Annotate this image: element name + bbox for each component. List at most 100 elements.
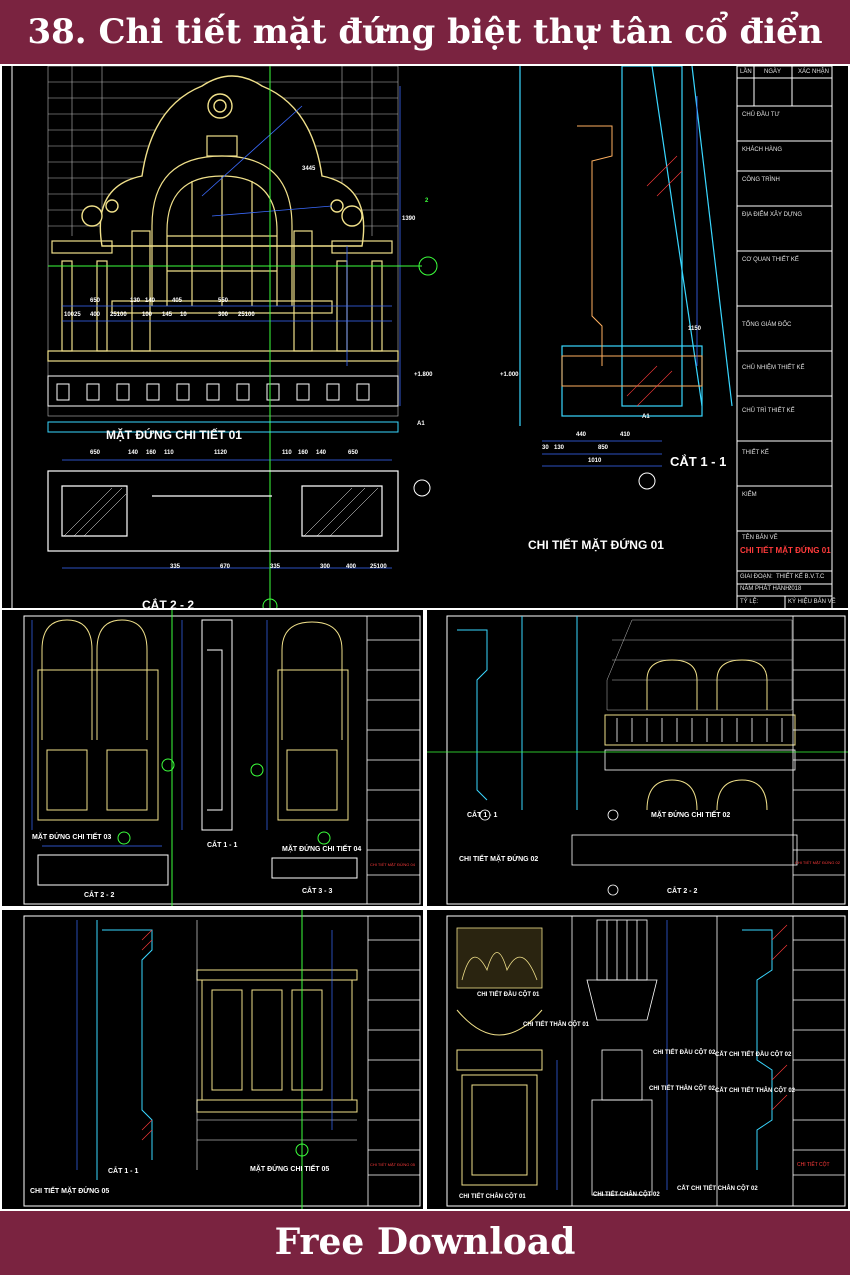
dim-text: 140 [316, 450, 327, 456]
ornate-pediment [81, 75, 365, 247]
sheet-05-svg [446, 915, 846, 1207]
grid-marker: A1 [642, 414, 650, 420]
tb-year-value: 2018 [788, 586, 802, 592]
tb-row: CƠ QUAN THIẾT KẾ [742, 257, 799, 263]
dim-text: 130 [554, 445, 565, 451]
sheet04-tb-name: CHI TIẾT MẶT ĐỨNG 05 [370, 1162, 415, 1167]
tb-scale-label: TỶ LỆ: [740, 599, 759, 605]
tb-row: KHÁCH HÀNG [742, 147, 783, 153]
drawing-sheet-03: CẮT 1 - 1 MẶT ĐỨNG CHI TIẾT 02 CHI TIẾT … [425, 608, 850, 908]
title-block-frame [736, 66, 833, 608]
grid-marker: 2 [425, 198, 429, 204]
dim-text: 25100 [110, 312, 127, 318]
dim-text: 670 [220, 564, 231, 570]
free-download-label[interactable]: Free Download [274, 1221, 576, 1263]
tb-row: CHỦ TRÌ THIẾT KẾ [742, 408, 795, 414]
sheet02-section-2: CẮT 2 - 2 [84, 892, 115, 899]
main-sheet-svg [11, 66, 833, 608]
footer-banner[interactable]: Free Download [0, 1211, 850, 1275]
tb-row: THIẾT KẾ [742, 450, 769, 456]
sheet05-base-02: CHI TIẾT CHÂN CỘT 02 [593, 1192, 660, 1198]
sheet02-elevation-03: MẶT ĐỨNG CHI TIẾT 03 [32, 834, 112, 841]
sheet02-section-1: CẮT 1 - 1 [207, 842, 238, 849]
section-1-title: CẮT 1 - 1 [670, 454, 727, 469]
dim-text: 850 [598, 445, 609, 451]
dim-text: 140 [128, 450, 139, 456]
sheet05-capital-02: CHI TIẾT ĐẦU CỘT 02 [653, 1050, 716, 1056]
dim-text: 160 [146, 450, 157, 456]
tb-phase-label: GIAI ĐOẠN: [740, 574, 773, 580]
sheet05-base-01: CHI TIẾT CHÂN CỘT 01 [459, 1194, 526, 1200]
tb-row: KIỂM [742, 492, 757, 498]
center-lines [48, 66, 438, 608]
dim-text: 335 [170, 564, 181, 570]
sheet03-elevation-02: MẶT ĐỨNG CHI TIẾT 02 [651, 812, 731, 819]
grid-marker: A1 [417, 421, 425, 427]
drawing-sheet-04: CẮT 1 - 1 MẶT ĐỨNG CHI TIẾT 05 CHI TIẾT … [0, 908, 425, 1211]
dim-text: 650 [90, 298, 101, 304]
sheet03-section-2: CẮT 2 - 2 [667, 888, 698, 895]
tb-row: CÔNG TRÌNH [742, 177, 780, 183]
page-title: 38. Chi tiết mặt đứng biệt thự tân cổ đi… [27, 12, 823, 52]
dim-text: 140 [145, 298, 156, 304]
sheet03-title: CHI TIẾT MẶT ĐỨNG 02 [459, 856, 539, 863]
sheet04-title: CHI TIẾT MẶT ĐỨNG 05 [30, 1188, 110, 1195]
sheet05-capital-01: CHI TIẾT ĐẦU CỘT 01 [477, 992, 540, 998]
sheet02-section-3: CẮT 3 - 3 [302, 888, 333, 895]
main-drawing-sheet: 650 130 140 405 550 10025 400 25100 100 … [0, 64, 850, 610]
dim-text: 1120 [214, 450, 228, 456]
dim-text: 100 [142, 312, 153, 318]
sheet03-section-1: CẮT 1 - 1 [467, 812, 498, 819]
section-hatch-red [626, 155, 683, 407]
elevation-title: MẶT ĐỨNG CHI TIẾT 01 [106, 428, 242, 442]
dim-text: 110 [282, 450, 292, 456]
corinthian-capital [456, 927, 543, 989]
dim-text: 300 [320, 564, 331, 570]
tb-row: ĐỊA ĐIỂM XÂY DỰNG [742, 212, 803, 218]
sheet02-elevation-04: MẶT ĐỨNG CHI TIẾT 04 [282, 846, 362, 853]
sheet-02-svg [23, 610, 421, 906]
dim-text: 1150 [688, 326, 702, 332]
level-marker: +1.000 [500, 372, 519, 378]
sheet-03-svg [427, 615, 848, 905]
sheet-04-svg [23, 910, 421, 1209]
dim-text: 110 [164, 450, 174, 456]
arched-window [151, 135, 293, 306]
sheet04-elevation-05: MẶT ĐỨNG CHI TIẾT 05 [250, 1166, 330, 1173]
tb-year-label: NĂM PHÁT HÀNH: [740, 586, 792, 592]
dim-text: 410 [620, 432, 631, 438]
tb-drawing-name-label: TÊN BẢN VẼ [742, 535, 778, 541]
tb-drawing-name: CHI TIẾT MẶT ĐỨNG 01 [740, 546, 831, 555]
dim-text: 300 [218, 312, 229, 318]
sheet05-shaft-01: CHI TIẾT THÂN CỘT 01 [523, 1022, 590, 1028]
tb-row: CHỦ ĐẦU TƯ [742, 112, 780, 118]
sheet04-section-1: CẮT 1 - 1 [108, 1168, 139, 1175]
tb-phase-value: THIẾT KẾ B.V.T.C [776, 574, 825, 580]
drawing-sheet-02: MẶT ĐỨNG CHI TIẾT 03 CẮT 1 - 1 MẶT ĐỨNG … [0, 608, 425, 908]
dim-text: 30 [542, 445, 549, 451]
hatch [63, 487, 379, 537]
page-title-banner: 38. Chi tiết mặt đứng biệt thự tân cổ đi… [0, 0, 850, 64]
sheet05-shaft-02: CHI TIẾT THÂN CỘT 02 [649, 1086, 716, 1092]
dim-text: 650 [348, 450, 359, 456]
dim-text: 145 [162, 312, 173, 318]
tb-sheet-no-label: KÝ HIỆU BẢN VẼ [788, 599, 836, 605]
plan-section [47, 470, 399, 552]
sheet05-tb-name: CHI TIẾT CỘT [797, 1162, 830, 1168]
tb-row: TỔNG GIÁM ĐỐC [742, 322, 792, 328]
dimension-lines [62, 86, 401, 569]
tb-col: LẦN [740, 69, 752, 75]
dim-text: 440 [576, 432, 587, 438]
columns [47, 230, 399, 362]
sheet03-tb-name: CHI TIẾT MẶT ĐỨNG 02 [795, 860, 840, 865]
dim-text: 335 [270, 564, 281, 570]
dim-text: 3445 [302, 166, 316, 172]
sheet-title: CHI TIẾT MẶT ĐỨNG 01 [528, 538, 664, 552]
dim-text: 400 [90, 312, 101, 318]
sheet05-cut-capital-02: CẮT CHI TIẾT ĐẦU CỘT 02 [715, 1052, 792, 1058]
dim-text: 10025 [64, 312, 81, 318]
dim-text: 160 [298, 450, 309, 456]
dim-text: 400 [346, 564, 357, 570]
tb-col: XÁC NHẬN [798, 69, 830, 75]
dim-text: 10 [180, 312, 187, 318]
